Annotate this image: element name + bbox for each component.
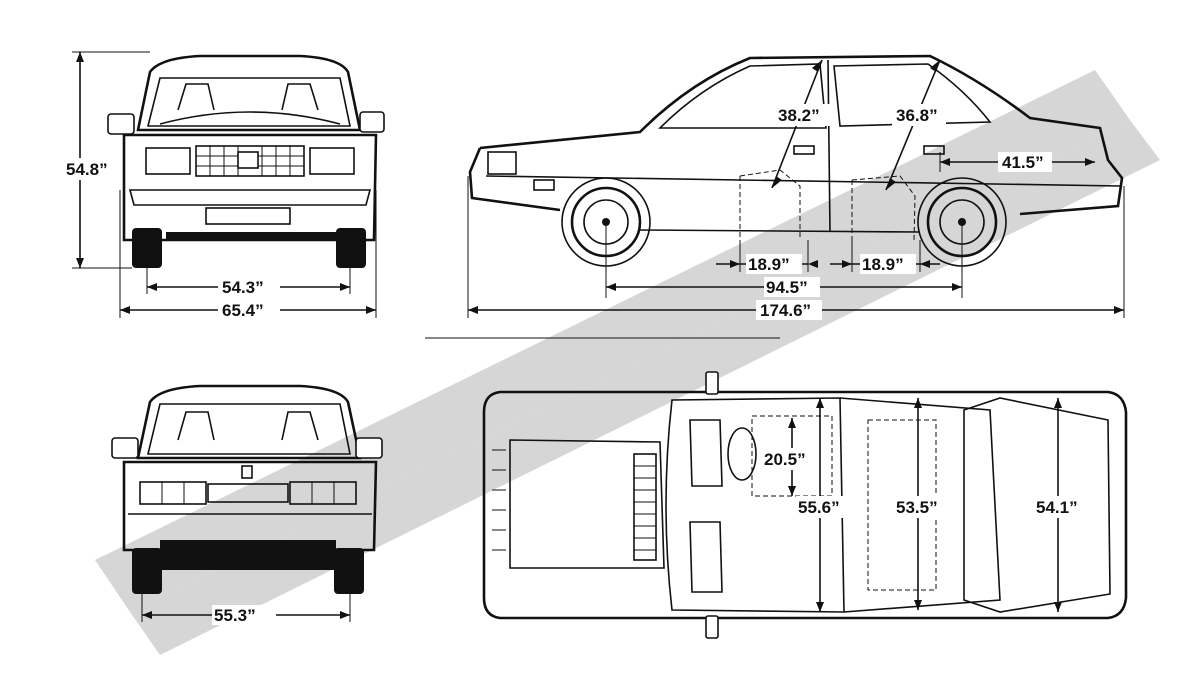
legroom-label: 20.5” — [764, 450, 806, 469]
rear-shoulder-label: 53.5” — [896, 498, 938, 517]
front-track-dimension: 54.3” — [146, 268, 351, 297]
rear-track-dimension: 55.3” — [141, 594, 351, 625]
front-width-dimension: 65.4” — [119, 190, 377, 320]
rear-overhang-label: 41.5” — [1002, 153, 1044, 172]
rear-track-label: 55.3” — [214, 606, 256, 625]
rear-shoulder-dimension: 53.5” — [894, 398, 950, 610]
wheelbase-dimension: 94.5” — [605, 222, 963, 298]
front-width-label: 65.4” — [222, 301, 264, 320]
watermark-logo — [95, 70, 1160, 655]
seat-rear-label: 18.9” — [862, 255, 904, 274]
front-shoulder-dimension: 55.6” — [796, 398, 852, 612]
front-track-label: 54.3” — [222, 278, 264, 297]
legroom-dimension: 20.5” — [762, 418, 818, 496]
rear-width-dimension: 54.1” — [1034, 398, 1090, 612]
door-rear-dimension: 36.8” — [885, 59, 946, 191]
front-shoulder-label: 55.6” — [798, 498, 840, 517]
overall-length-dimension: 174.6” — [467, 176, 1125, 320]
front-view — [107, 54, 385, 268]
rear-overhang-dimension: 41.5” — [939, 152, 1095, 172]
seat-front-label: 18.9” — [748, 255, 790, 274]
front-height-dimension: 54.8” — [64, 51, 150, 269]
door-front-label: 38.2” — [778, 106, 820, 125]
front-height-label: 54.8” — [66, 160, 108, 179]
overall-length-label: 174.6” — [760, 301, 811, 320]
seat-front-dimension: 18.9” — [716, 240, 818, 274]
door-rear-label: 36.8” — [896, 106, 938, 125]
rear-width-label: 54.1” — [1036, 498, 1078, 517]
side-view — [468, 54, 1124, 267]
seat-rear-dimension: 18.9” — [830, 240, 940, 274]
top-view — [482, 371, 1128, 639]
wheelbase-label: 94.5” — [766, 278, 808, 297]
door-front-dimension: 38.2” — [771, 59, 830, 189]
rear-view — [111, 384, 383, 594]
